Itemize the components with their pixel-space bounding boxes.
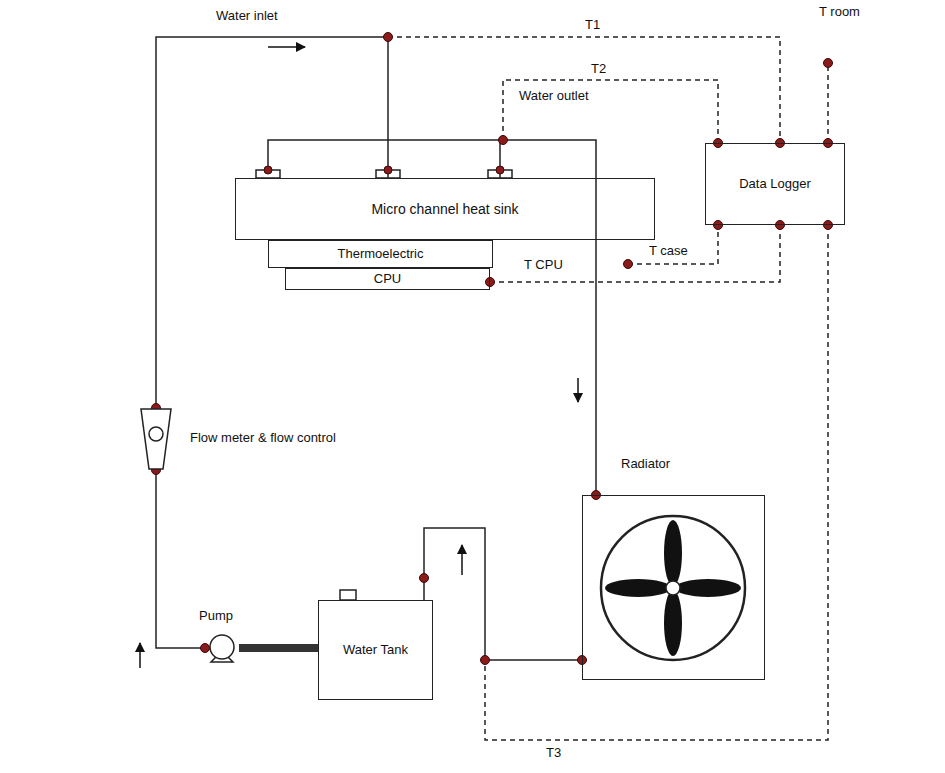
sensor-label: T1	[584, 17, 601, 33]
sensor-dot	[499, 136, 508, 145]
fan-hub	[666, 581, 680, 595]
sensor-dot	[496, 166, 504, 174]
sensor-wire	[827, 63, 829, 143]
fan-blade	[664, 590, 682, 656]
water-pipe	[500, 140, 596, 495]
flow-arrow	[461, 545, 463, 575]
heat-sink-box: Micro channel heat sink	[235, 178, 655, 240]
sensor-dot	[776, 221, 785, 230]
thermoelectric-box: Thermoelectric	[268, 240, 493, 268]
part-label: Radiator	[621, 456, 670, 472]
pump-base	[211, 651, 233, 662]
fan-blade	[675, 579, 741, 597]
radiator-box: Radiator	[582, 495, 765, 680]
water-pipe	[156, 37, 388, 408]
sensor-label: T room	[818, 4, 861, 20]
box-label: CPU	[374, 271, 401, 287]
box-label: Micro channel heat sink	[371, 201, 518, 218]
sensor-dot	[384, 33, 393, 42]
outlet-pipe	[268, 140, 500, 170]
sensor-wire	[485, 225, 828, 740]
sensor-dot	[152, 466, 161, 475]
fan-ring	[601, 516, 745, 660]
pipe-label: Water outlet	[518, 88, 590, 104]
flow-meter-symbol: Flow meter & flow control	[140, 408, 172, 470]
sensor-dot	[776, 139, 785, 148]
sensor-dot	[578, 656, 587, 665]
sensor-wire	[503, 80, 718, 143]
fan-blade	[664, 520, 682, 586]
sensor-wire	[388, 37, 780, 143]
pump-shaft	[239, 644, 318, 652]
sensor-dot	[824, 221, 833, 230]
part-label: Flow meter & flow control	[190, 430, 336, 446]
cpu-box: CPU	[285, 268, 490, 290]
fan-blade	[605, 579, 671, 597]
sensor-dot	[714, 139, 723, 148]
pump-outline	[205, 633, 239, 663]
sensor-wire	[490, 225, 780, 282]
data-logger-box: Data Logger	[705, 143, 845, 225]
box-label: Water Tank	[343, 642, 408, 658]
sensor-dot	[486, 278, 495, 287]
water-pipe	[156, 470, 205, 648]
sensor-dot	[824, 59, 833, 68]
flow-arrow	[268, 46, 305, 48]
flow-arrow	[577, 378, 579, 402]
sensor-label: T3	[545, 745, 562, 761]
part-label: Pump	[199, 608, 233, 624]
box-label: Data Logger	[739, 176, 811, 192]
water-pipe	[424, 528, 582, 660]
funnel-outline	[140, 408, 172, 470]
pump-symbol: Pump	[205, 633, 239, 663]
pump-housing	[210, 635, 234, 659]
pipe-label: Water inlet	[215, 8, 279, 24]
sensor-dot	[201, 644, 210, 653]
sensor-dot	[384, 166, 392, 174]
sensor-dot	[264, 166, 272, 174]
water-tank-box: Water Tank	[318, 600, 433, 700]
tank-cap	[340, 590, 356, 600]
sensor-label: T2	[590, 61, 607, 77]
sensor-dot	[624, 260, 633, 269]
sensor-dot	[420, 574, 429, 583]
sensor-dot	[824, 139, 833, 148]
sensor-label: T CPU	[523, 257, 564, 273]
sensor-wire	[628, 225, 718, 264]
flow-meter-float	[149, 427, 163, 441]
sensor-dot	[481, 656, 490, 665]
sensor-label: T case	[648, 243, 689, 259]
flow-arrow	[139, 643, 141, 668]
flow-meter-body	[141, 409, 171, 469]
sensor-dot	[592, 491, 601, 500]
box-label: Thermoelectric	[338, 246, 424, 262]
sensor-dot	[152, 404, 161, 413]
sensor-dot	[714, 221, 723, 230]
